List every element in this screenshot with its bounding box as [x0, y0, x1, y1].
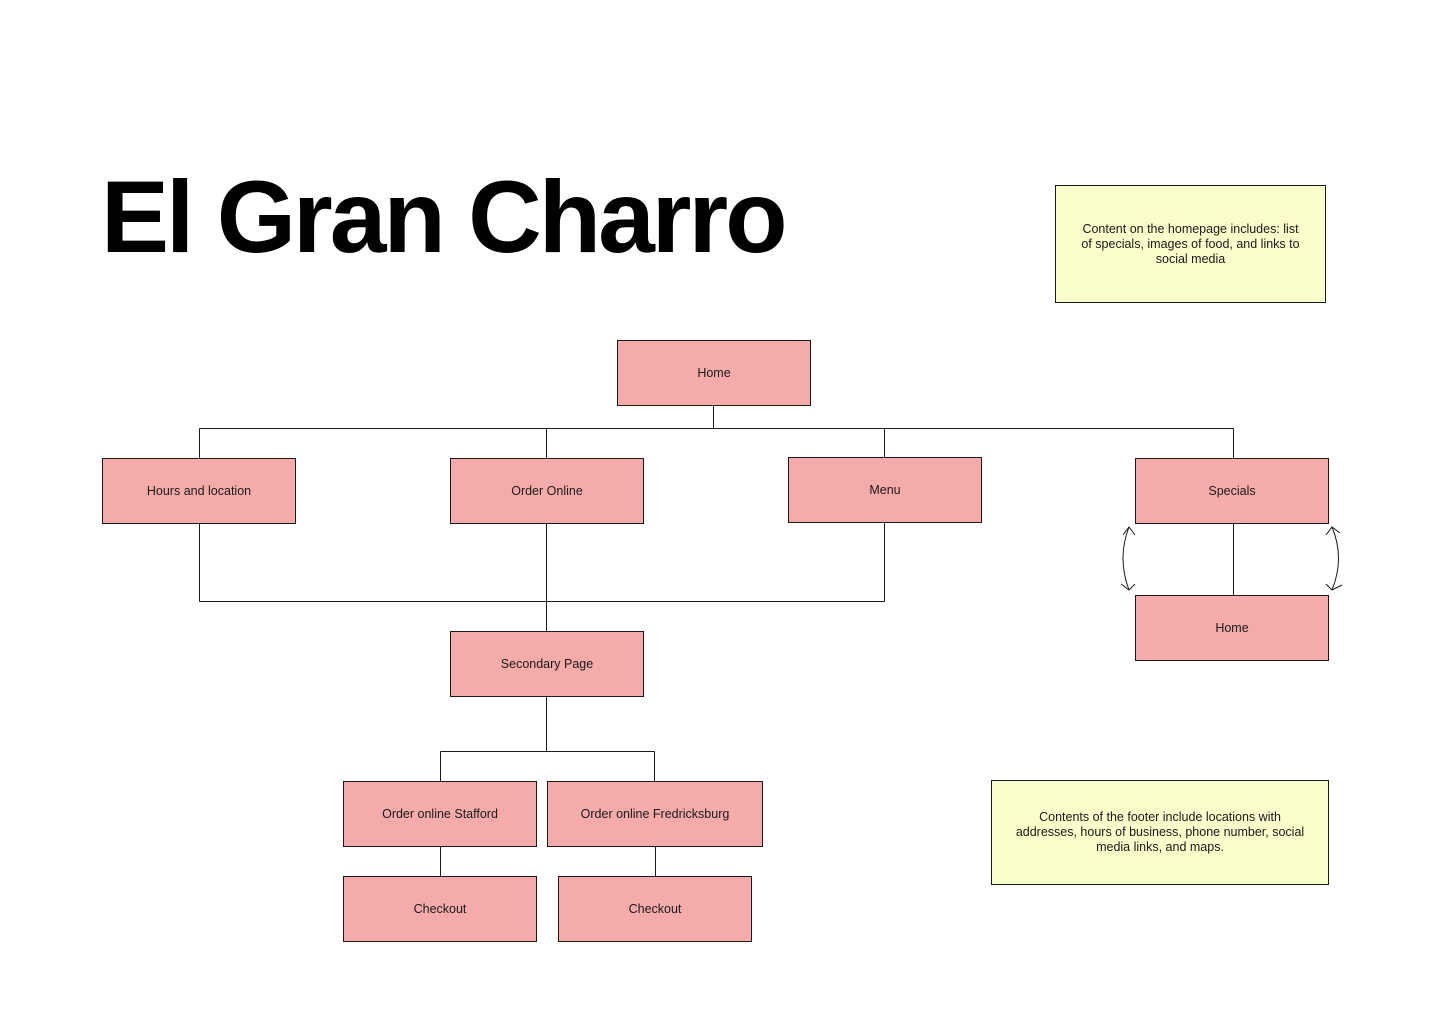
footer-note: Contents of the footer include locations… [991, 780, 1329, 885]
node-home-label: Home [697, 365, 731, 380]
node-menu[interactable]: Menu [788, 457, 982, 523]
node-checkout-fredericksburg[interactable]: Checkout [558, 876, 752, 942]
node-specials-label: Specials [1208, 483, 1256, 498]
node-hours-location-label: Hours and location [146, 483, 252, 498]
node-home[interactable]: Home [617, 340, 811, 406]
node-order-fredericksburg[interactable]: Order online Fredricksburg [547, 781, 763, 847]
node-order-stafford-label: Order online Stafford [382, 806, 498, 821]
node-menu-label: Menu [869, 482, 901, 497]
node-checkout-stafford-label: Checkout [413, 901, 467, 916]
left-bidirectional-arrow [1120, 526, 1136, 591]
footer-note-text: Contents of the footer include locations… [1015, 810, 1305, 854]
node-order-stafford[interactable]: Order online Stafford [343, 781, 537, 847]
node-specials[interactable]: Specials [1135, 458, 1329, 524]
homepage-note: Content on the homepage includes: list o… [1055, 185, 1326, 303]
node-secondary-page[interactable]: Secondary Page [450, 631, 644, 697]
homepage-note-text: Content on the homepage includes: list o… [1081, 221, 1300, 266]
node-checkout-stafford[interactable]: Checkout [343, 876, 537, 942]
node-order-online-label: Order Online [511, 483, 583, 498]
node-hours-location[interactable]: Hours and location [102, 458, 296, 524]
node-order-fredericksburg-label: Order online Fredricksburg [580, 806, 730, 821]
node-checkout-fredericksburg-label: Checkout [628, 901, 682, 916]
right-bidirectional-arrow [1325, 526, 1343, 591]
node-secondary-page-label: Secondary Page [500, 656, 594, 671]
node-specials-home-label: Home [1215, 620, 1249, 635]
node-specials-home[interactable]: Home [1135, 595, 1329, 661]
node-order-online[interactable]: Order Online [450, 458, 644, 524]
page-title: El Gran Charro [101, 160, 788, 274]
